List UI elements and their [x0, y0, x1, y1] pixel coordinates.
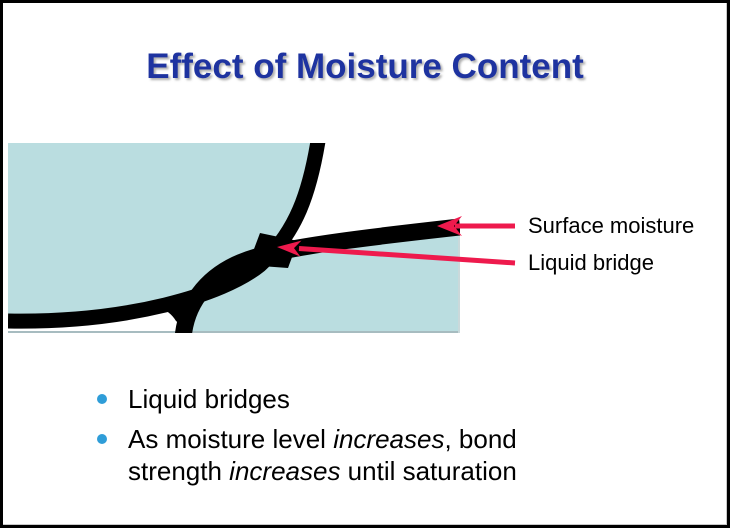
- bullet-text: Liquid bridges: [128, 384, 290, 414]
- slide-title: Effect of Moisture Content: [146, 47, 584, 86]
- upper-particle-coating: [8, 143, 326, 329]
- bullet-item: As moisture level increases, bond streng…: [97, 423, 549, 487]
- lower-bridge-fillet: [158, 299, 194, 329]
- bullet-item: Liquid bridges: [97, 383, 549, 415]
- bullet-dot-icon: [97, 434, 107, 444]
- moisture-diagram: [8, 143, 460, 333]
- surface-moisture-label: Surface moisture: [528, 213, 695, 238]
- bullet-text: As moisture level increases, bond streng…: [128, 424, 517, 486]
- bullet-list: Liquid bridges As moisture level increase…: [97, 383, 549, 487]
- bullet-dot-icon: [97, 394, 107, 404]
- liquid-bridge-label: Liquid bridge: [528, 250, 654, 275]
